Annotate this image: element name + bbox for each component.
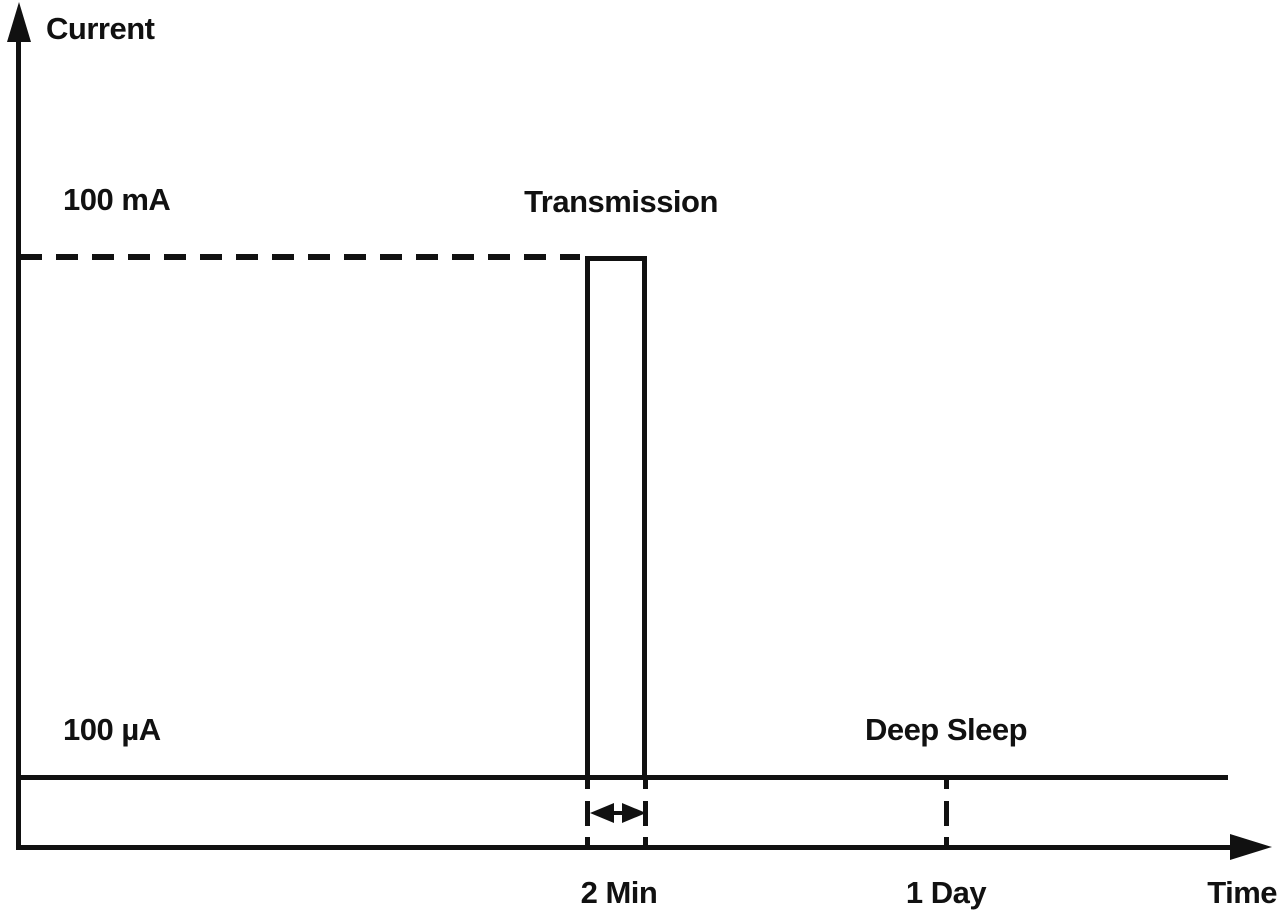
y-axis-line — [16, 28, 21, 847]
x-axis-arrowhead-right-icon — [1230, 834, 1272, 860]
pulse-start-tick — [585, 780, 590, 846]
level-100ua-label: 100 µA — [63, 712, 161, 747]
level-100ua-baseline — [16, 775, 1228, 780]
arrowhead-left-icon — [590, 803, 614, 823]
y-axis-arrowhead-up-icon — [7, 2, 31, 42]
y-axis-label: Current — [46, 11, 155, 46]
x-axis-label: Time — [1207, 875, 1277, 910]
level-100ma-label: 100 mA — [63, 182, 171, 217]
level-100ma-dashed-line — [20, 254, 580, 260]
pulse-width-arrow-shaft — [596, 811, 638, 815]
transmission-pulse — [585, 256, 647, 778]
x-axis-line — [16, 845, 1232, 850]
deep-sleep-label: Deep Sleep — [864, 712, 1028, 747]
transmission-label: Transmission — [524, 184, 718, 219]
interval-label: 1 Day — [905, 875, 987, 910]
one-day-tick — [944, 780, 949, 846]
pulse-width-label: 2 Min — [580, 875, 658, 910]
arrowhead-right-icon — [622, 803, 646, 823]
